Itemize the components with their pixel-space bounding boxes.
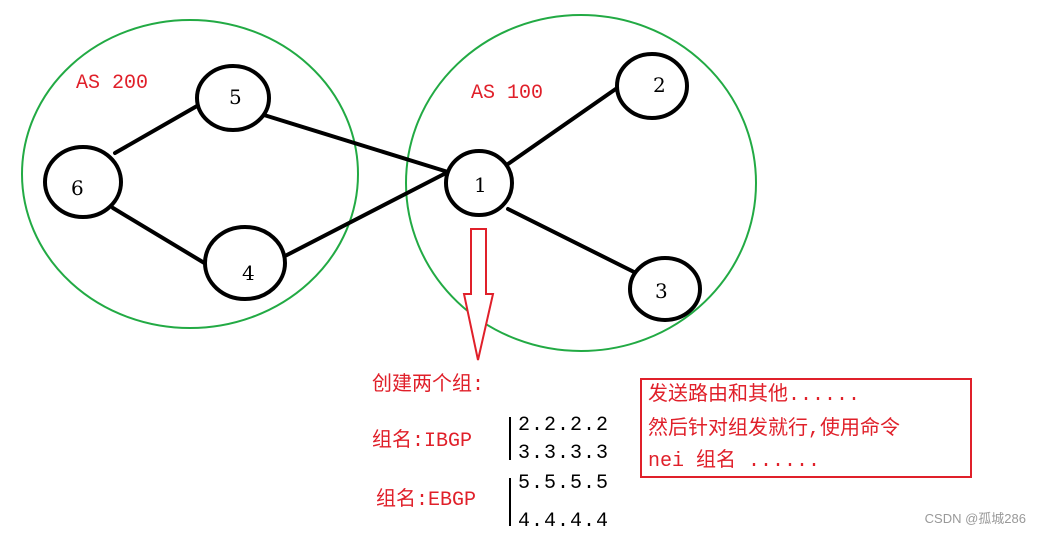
- node-3: [628, 256, 702, 322]
- node-1: [444, 149, 514, 217]
- node-4-label: 4: [242, 261, 255, 285]
- as100-label: AS 100: [471, 82, 543, 105]
- node-2: [615, 52, 689, 120]
- note-line-1: 发送路由和其他......: [648, 384, 861, 407]
- group-ibgp-label: 组名:IBGP: [372, 430, 473, 453]
- down-arrow-icon: [462, 228, 495, 361]
- link-1-3: [506, 207, 636, 274]
- note-line-3: nei 组名 ......: [648, 450, 821, 473]
- as200-label: AS 200: [76, 72, 148, 95]
- as100-boundary: [405, 14, 757, 352]
- node-5-label: 5: [229, 85, 242, 109]
- csdn-watermark: CSDN @孤城286: [924, 511, 1026, 526]
- node-4: [203, 225, 287, 301]
- node-6: [43, 145, 123, 219]
- note-box: 发送路由和其他...... 然后针对组发就行,使用命令 nei 组名 .....…: [640, 378, 972, 478]
- node-6-label: 6: [71, 176, 84, 200]
- ebgp-member-2: 4.4.4.4: [518, 510, 610, 533]
- node-2-label: 2: [653, 73, 666, 97]
- node-5: [195, 64, 271, 132]
- ebgp-member-1: 5.5.5.5: [518, 472, 610, 495]
- link-6-4: [111, 206, 208, 266]
- ibgp-member-1: 2.2.2.2: [518, 414, 610, 437]
- note-line-2: 然后针对组发就行,使用命令: [648, 418, 901, 441]
- groups-title: 创建两个组:: [372, 374, 485, 397]
- link-5-1: [262, 113, 450, 174]
- node-3-label: 3: [655, 279, 668, 303]
- as200-boundary: [21, 19, 359, 329]
- group-ebgp-label: 组名:EBGP: [376, 489, 477, 512]
- link-1-2: [506, 84, 622, 166]
- link-4-1: [283, 170, 450, 258]
- node-1-label: 1: [474, 173, 487, 197]
- ibgp-member-2: 3.3.3.3: [518, 442, 610, 465]
- link-6-5: [113, 104, 199, 155]
